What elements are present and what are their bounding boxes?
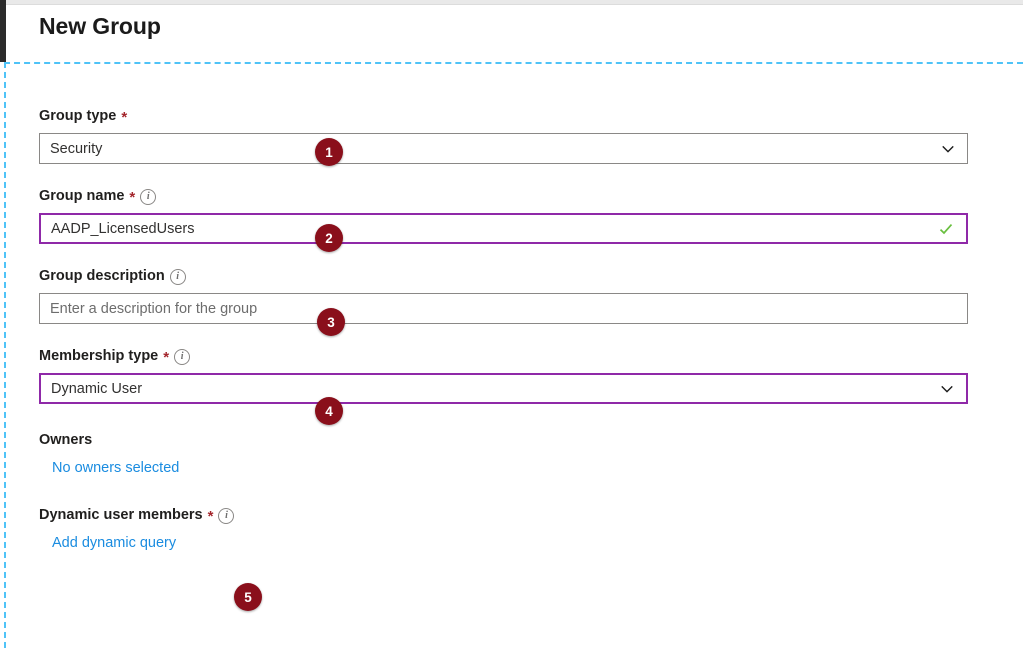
group-name-input[interactable]: AADP_LicensedUsers bbox=[39, 213, 968, 244]
field-group-type: Group type * Security bbox=[39, 106, 969, 164]
check-icon bbox=[938, 221, 954, 237]
window-top-rule bbox=[0, 0, 1023, 5]
info-icon[interactable]: i bbox=[218, 508, 235, 524]
owners-select-link[interactable]: No owners selected bbox=[52, 460, 180, 476]
membership-type-select[interactable]: Dynamic User bbox=[39, 373, 968, 404]
group-description-placeholder: Enter a description for the group bbox=[50, 300, 258, 317]
group-name-value: AADP_LicensedUsers bbox=[51, 220, 195, 237]
group-type-label-text: Group type bbox=[39, 108, 117, 124]
dynamic-user-members-label-text: Dynamic user members bbox=[39, 507, 203, 523]
required-asterisk: * bbox=[163, 349, 170, 366]
annotation-badge-3: 3 bbox=[317, 308, 345, 336]
field-group-name: Group name * i AADP_LicensedUsers bbox=[39, 186, 969, 244]
field-dynamic-user-members: Dynamic user members * i Add dynamic que… bbox=[39, 505, 969, 552]
add-dynamic-query-link[interactable]: Add dynamic query bbox=[52, 535, 177, 551]
required-asterisk: * bbox=[121, 109, 128, 126]
owners-label-text: Owners bbox=[39, 432, 93, 448]
required-asterisk: * bbox=[129, 189, 136, 206]
field-membership-type: Membership type * i Dynamic User bbox=[39, 346, 969, 404]
annotation-badge-2: 2 bbox=[315, 224, 343, 252]
membership-type-value: Dynamic User bbox=[51, 380, 143, 397]
owners-label: Owners bbox=[39, 430, 969, 450]
group-type-label: Group type * bbox=[39, 106, 969, 126]
info-icon[interactable]: i bbox=[140, 189, 157, 205]
annotation-badge-4: 4 bbox=[315, 397, 343, 425]
membership-type-label: Membership type * i bbox=[39, 346, 969, 366]
group-name-label: Group name * i bbox=[39, 186, 969, 206]
annotation-badge-1: 1 bbox=[315, 138, 343, 166]
membership-type-label-text: Membership type bbox=[39, 348, 159, 364]
group-description-label-text: Group description bbox=[39, 268, 165, 284]
group-name-label-text: Group name bbox=[39, 188, 125, 204]
group-type-select[interactable]: Security bbox=[39, 133, 968, 164]
group-description-label: Group description i bbox=[39, 266, 969, 286]
window-left-edge bbox=[0, 0, 6, 62]
field-group-description: Group description i Enter a description … bbox=[39, 266, 969, 324]
dynamic-user-members-label: Dynamic user members * i bbox=[39, 505, 969, 525]
blade-content-outline bbox=[4, 62, 1023, 648]
group-description-input[interactable]: Enter a description for the group bbox=[39, 293, 968, 324]
chevron-down-icon[interactable] bbox=[941, 142, 955, 156]
new-group-form: Group type * Security Group name * i bbox=[39, 106, 969, 552]
group-type-value: Security bbox=[50, 140, 103, 157]
info-icon[interactable]: i bbox=[169, 269, 186, 285]
page-title: New Group bbox=[39, 13, 161, 39]
field-owners: Owners No owners selected bbox=[39, 430, 969, 477]
required-asterisk: * bbox=[207, 508, 214, 525]
chevron-down-icon[interactable] bbox=[940, 382, 954, 396]
info-icon[interactable]: i bbox=[174, 349, 191, 365]
annotation-badge-5: 5 bbox=[234, 583, 262, 611]
